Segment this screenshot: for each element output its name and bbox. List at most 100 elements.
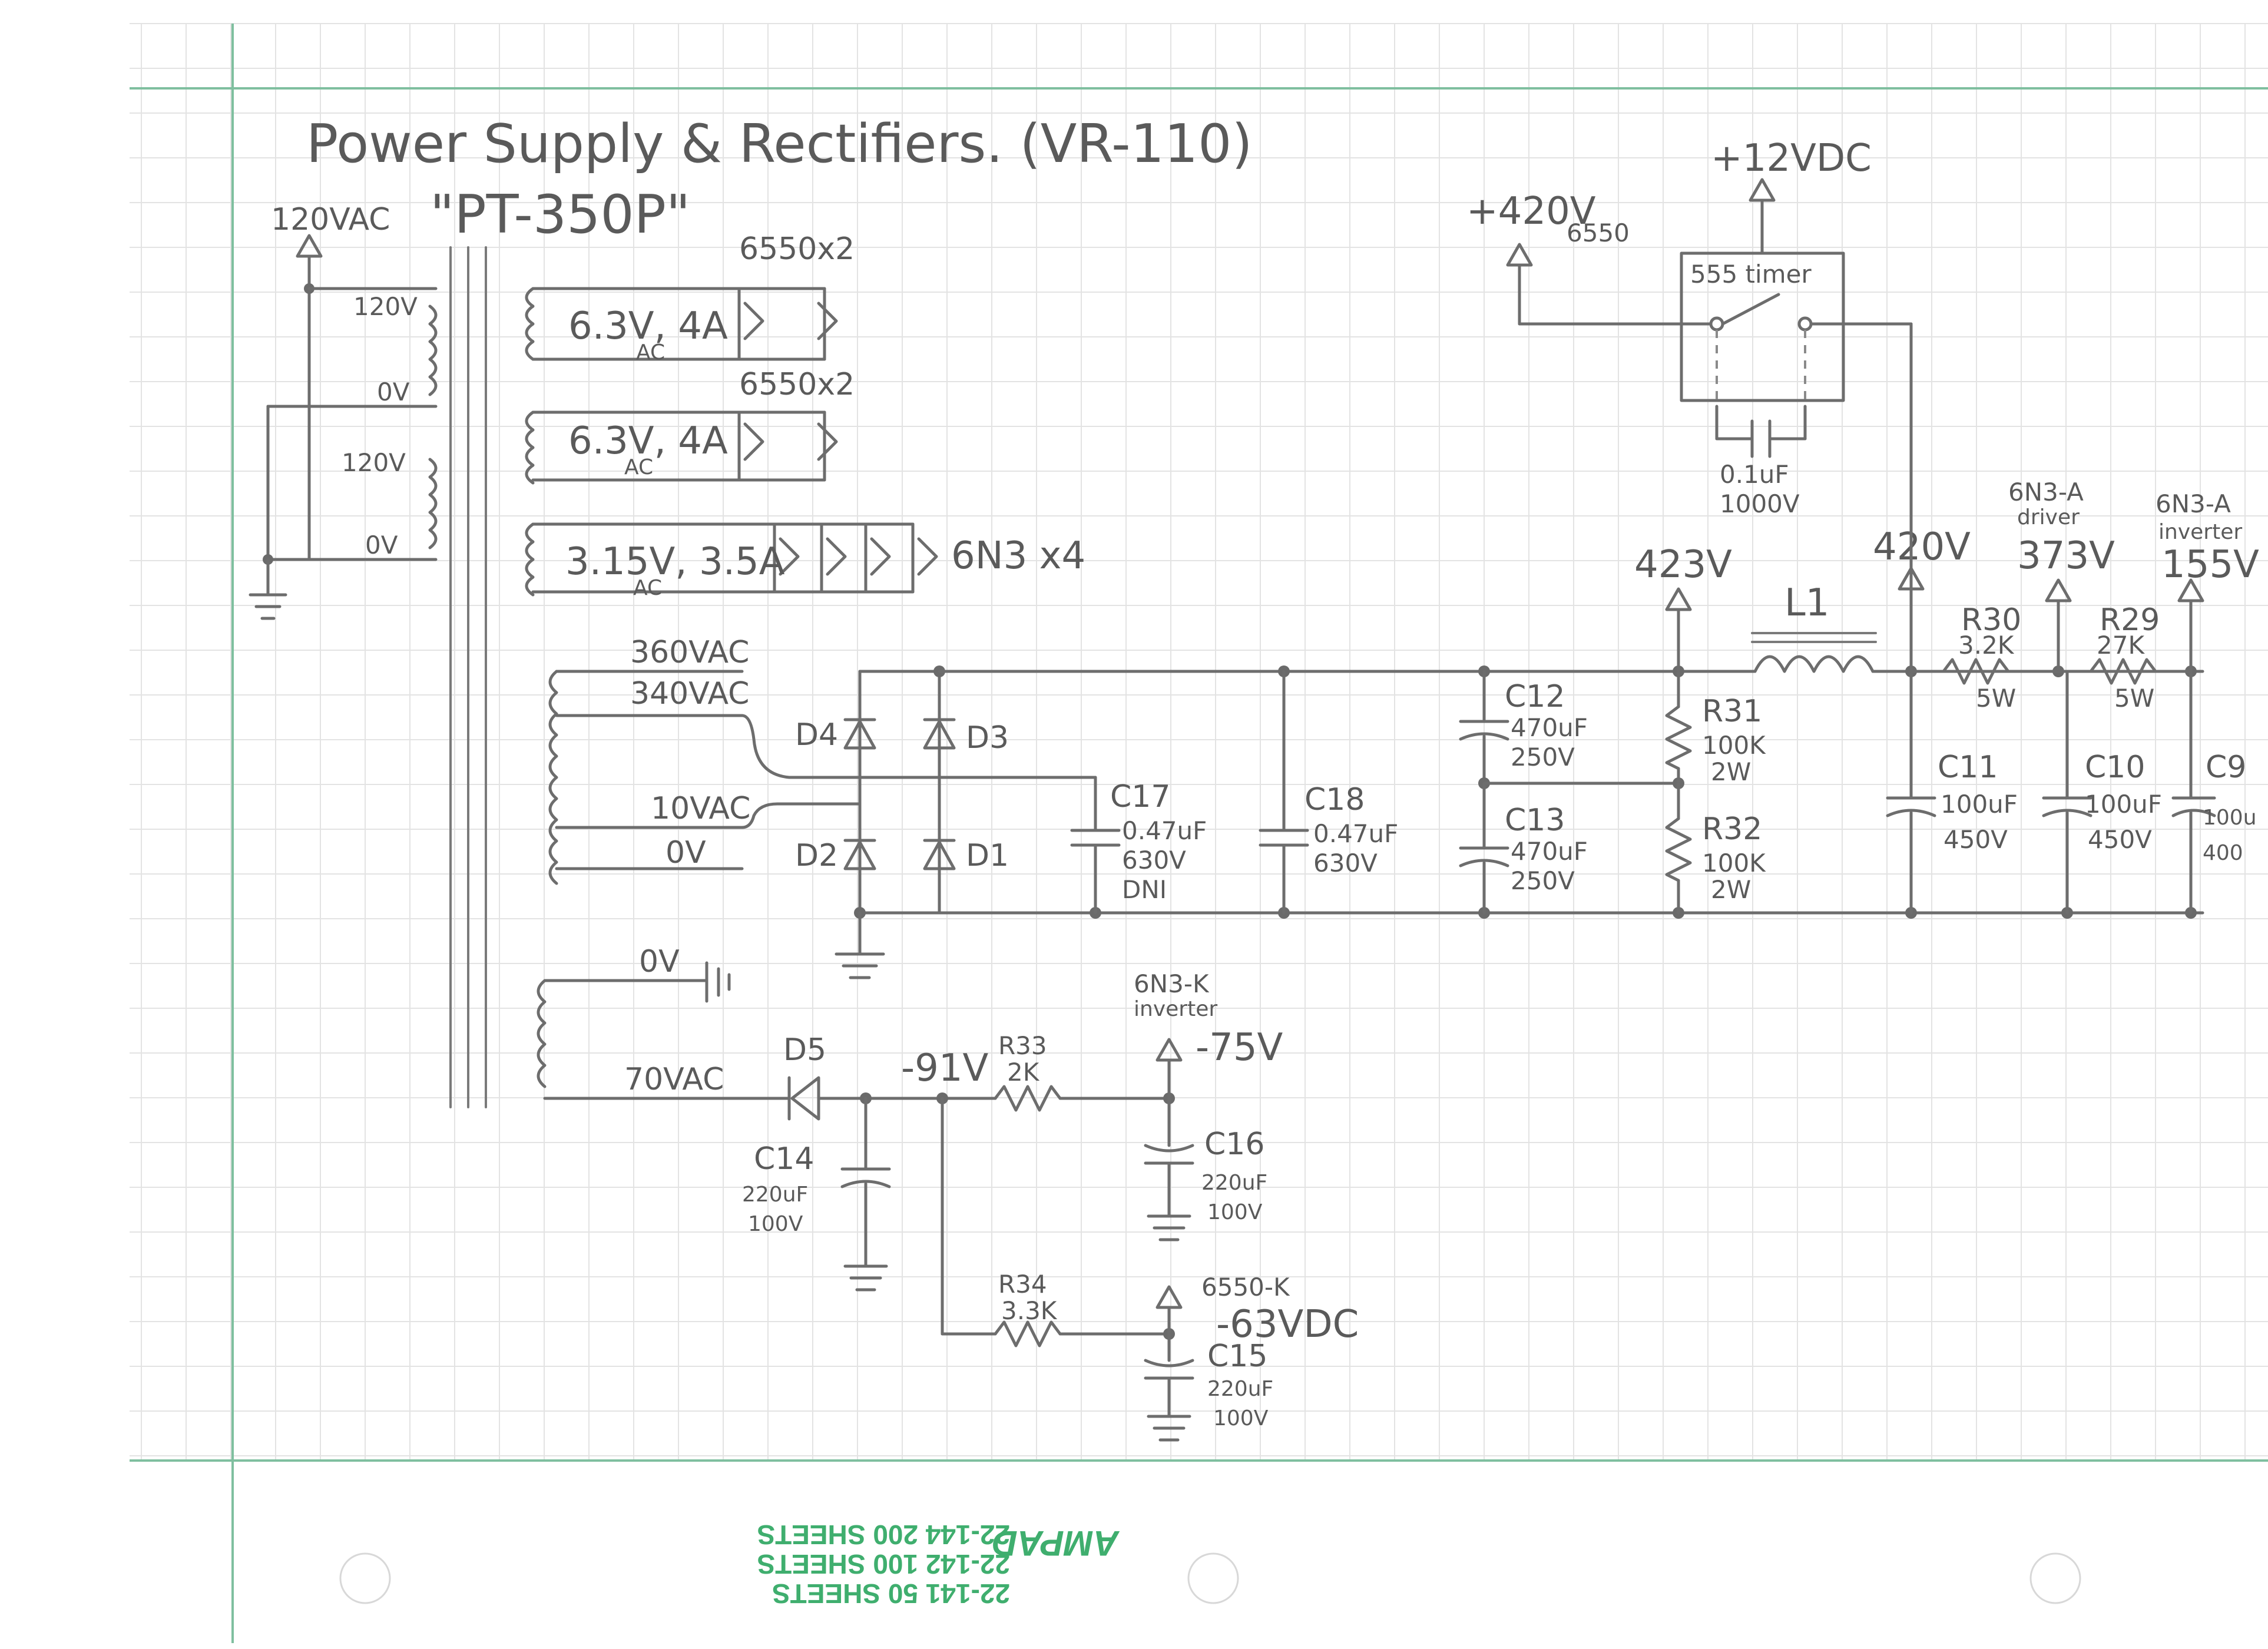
rail-420v: 420V <box>1873 525 1971 673</box>
out1-label: 6N3-K <box>1134 969 1210 998</box>
diode-d2-label: D2 <box>795 838 838 873</box>
r33-ref: R33 <box>998 1031 1047 1060</box>
switched-rail-label: +420V <box>1466 190 1596 233</box>
r29-ref: R29 <box>2100 602 2160 638</box>
binder-hole-right <box>2029 1552 2081 1604</box>
bias-network: -91V C14 220uF 100V R33 2K 6N3-K inverte… <box>742 969 1359 1442</box>
c12-value: 470uF <box>1511 713 1588 742</box>
pad-line-2: 22-142 100 SHEETS <box>757 1549 1010 1580</box>
r30-rating: 5W <box>1976 684 2016 713</box>
c10-value: 100uF <box>2085 790 2162 819</box>
heater-winding-3: 3.15V, 3.5A AC 6N3 x4 <box>525 522 1085 600</box>
out1-voltage: -75V <box>1196 1026 1283 1069</box>
diode-d5: D5 <box>783 1032 868 1121</box>
tap-340vac: 340VAC <box>630 676 749 711</box>
r32-value: 100K <box>1702 849 1766 878</box>
c17-ref: C17 <box>1110 779 1170 814</box>
pad-brand-logo: AMPAD <box>992 1524 1120 1563</box>
c9-value: 100u <box>2203 806 2257 830</box>
heater-1-sub: AC <box>636 340 665 365</box>
c16-rating: 100V <box>1207 1200 1263 1224</box>
transformer-primary: 120VAC 120V 0V 120V 0V <box>249 202 438 620</box>
rail-155v-label: 155V <box>2161 543 2259 587</box>
c14-ref: C14 <box>754 1141 814 1177</box>
capacitor-c13: C13 470uF 250V <box>1459 777 1684 915</box>
c13-value: 470uF <box>1511 837 1588 866</box>
timer-supply: +12VDC <box>1711 137 1872 180</box>
rail-423v: 423V <box>1634 543 1732 673</box>
capacitor-c9: C9 100u 400 <box>2171 670 2257 915</box>
c11-ref: C11 <box>1938 750 1998 785</box>
r34-ref: R34 <box>998 1270 1047 1299</box>
transformer-name: "PT-350P" <box>430 184 690 246</box>
c17-value: 0.47uF <box>1122 816 1207 845</box>
timer-label: 555 timer <box>1690 260 1812 289</box>
r31-rating: 2W <box>1711 757 1751 786</box>
timer-cap-value: 0.1uF <box>1720 460 1789 489</box>
c18-ref: C18 <box>1304 782 1365 817</box>
r29-rating: 5W <box>2114 684 2154 713</box>
binder-hole-left <box>339 1552 391 1604</box>
rail-420v-label: 420V <box>1873 525 1971 569</box>
pad-line-3: 22-144 200 SHEETS <box>757 1519 1010 1550</box>
r29-value: 27K <box>2097 631 2145 660</box>
r33-value: 2K <box>1007 1058 1040 1087</box>
c18-value: 0.47uF <box>1313 819 1398 848</box>
c9-ref: C9 <box>2206 750 2246 785</box>
page-title: Power Supply & Rectifiers. (VR-110) <box>306 113 1253 175</box>
timer-555-block: 555 timer +12VDC 0.1uF 1000V +420V 6550 <box>1466 137 1913 673</box>
heater-2-load: 6550x2 <box>739 367 855 402</box>
c16-ref: C16 <box>1204 1127 1264 1162</box>
c15-value: 220uF <box>1207 1377 1273 1401</box>
c17-note: DNI <box>1122 875 1167 904</box>
tap-10vac: 10VAC <box>651 791 750 826</box>
r30-ref: R30 <box>1961 602 2021 638</box>
c9-rating: 400 <box>2203 841 2243 865</box>
diode-d5-label: D5 <box>783 1032 826 1068</box>
c10-rating: 450V <box>2088 825 2152 854</box>
tap-0v-b: 0V <box>365 531 398 559</box>
heater-3-label: 3.15V, 3.5A <box>565 540 785 584</box>
l1-ref: L1 <box>1784 581 1829 625</box>
heater-3-load: 6N3 x4 <box>951 534 1085 578</box>
r34-value: 3.3K <box>1001 1296 1058 1325</box>
tap-120v-a: 120V <box>353 292 418 321</box>
heater-winding-2: 6.3V, 4A AC 6550x2 <box>525 367 855 485</box>
bias-tap-0v: 0V <box>639 944 680 979</box>
inverter-label: 6N3-A <box>2156 489 2231 518</box>
c13-ref: C13 <box>1505 803 1565 838</box>
diode-d3-label: D3 <box>966 720 1009 756</box>
diode-d1-label: D1 <box>966 838 1009 873</box>
bias-winding: 0V 70VAC <box>537 944 791 1100</box>
c12-ref: C12 <box>1505 679 1565 714</box>
out2-label: 6550-K <box>1201 1273 1290 1302</box>
driver-label: 6N3-A <box>2008 478 2084 506</box>
tap-360vac: 360VAC <box>630 635 749 670</box>
pad-line-1: 22-141 50 SHEETS <box>772 1578 1010 1609</box>
c16-value: 220uF <box>1201 1171 1267 1195</box>
bias-node-label: -91V <box>901 1047 989 1090</box>
bridge-rectifier: D4 D3 D2 D1 <box>740 665 1097 979</box>
pad-branding: 22-141 50 SHEETS 22-142 100 SHEETS 22-14… <box>757 1519 1120 1609</box>
c11-value: 100uF <box>1941 790 2018 819</box>
diode-d4-label: D4 <box>795 717 838 753</box>
out1-sub: inverter <box>1134 997 1217 1021</box>
capacitor-c11: C11 100uF 450V <box>1886 670 2018 915</box>
bias-tap-70vac: 70VAC <box>624 1062 724 1097</box>
c14-rating: 100V <box>748 1212 803 1236</box>
c15-rating: 100V <box>1213 1406 1269 1431</box>
timer-cap-rating: 1000V <box>1720 489 1800 518</box>
resistor-r30: R30 3.2K 5W <box>1909 602 2060 713</box>
resistor-r31: R31 100K 2W <box>1665 670 1766 786</box>
c11-rating: 450V <box>1943 825 2008 854</box>
resistor-r29: R29 27K 5W <box>2057 602 2193 713</box>
switched-rail-sub: 6550 <box>1567 218 1630 247</box>
margin-lines <box>130 24 2268 1643</box>
capacitor-c12: C12 470uF 250V <box>1459 670 1588 789</box>
capacitor-c10: C10 100uF 450V <box>2042 670 2162 915</box>
capacitor-c17: C17 0.47uF 630V DNI <box>1070 776 1207 915</box>
heater-1-label: 6.3V, 4A <box>568 304 728 348</box>
c12-rating: 250V <box>1511 743 1575 771</box>
hv-secondary-winding: 360VAC 340VAC 10VAC 0V <box>548 635 750 885</box>
inverter-sub: inverter <box>2158 520 2242 544</box>
